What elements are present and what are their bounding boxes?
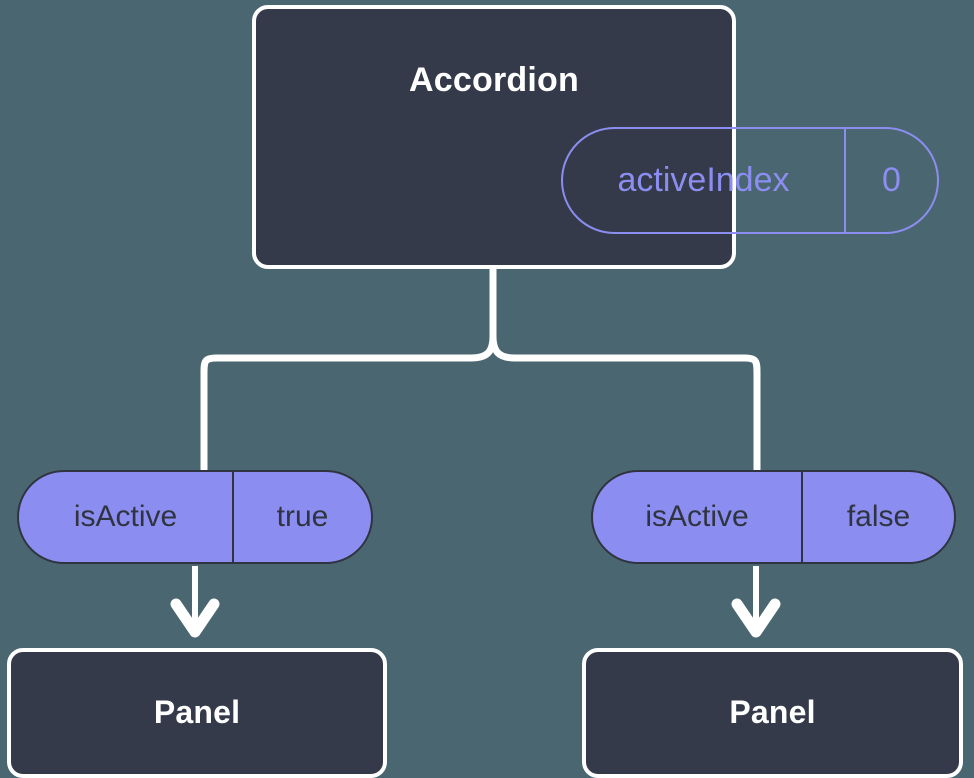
prop-pill-value: true (276, 500, 329, 533)
prop-pill-value: false (846, 500, 911, 533)
panel-right-title: Panel (729, 694, 816, 730)
connector-left-branch (200, 265, 497, 476)
arrow-left-head (170, 598, 220, 638)
component-node-accordion[interactable]: Accordion activeIndex 0 (252, 5, 939, 269)
panel-left-title: Panel (153, 694, 241, 730)
component-node-panel-right[interactable]: Panel (582, 648, 963, 778)
arrow-right-head (731, 598, 781, 638)
prop-pill-isactive-true[interactable]: isActive true (17, 470, 373, 564)
prop-pill-key: isActive (593, 472, 803, 562)
accordion-title: Accordion (409, 61, 579, 99)
state-pill-value: 0 (882, 161, 901, 199)
connector-right-branch (489, 265, 761, 476)
state-pill-key: activeIndex (563, 129, 846, 232)
prop-pill-key: isActive (19, 472, 234, 562)
component-node-panel-left[interactable]: Panel (7, 648, 387, 778)
prop-pill-isactive-false[interactable]: isActive false (591, 470, 956, 564)
state-pill-activeindex[interactable]: activeIndex 0 (561, 127, 939, 234)
